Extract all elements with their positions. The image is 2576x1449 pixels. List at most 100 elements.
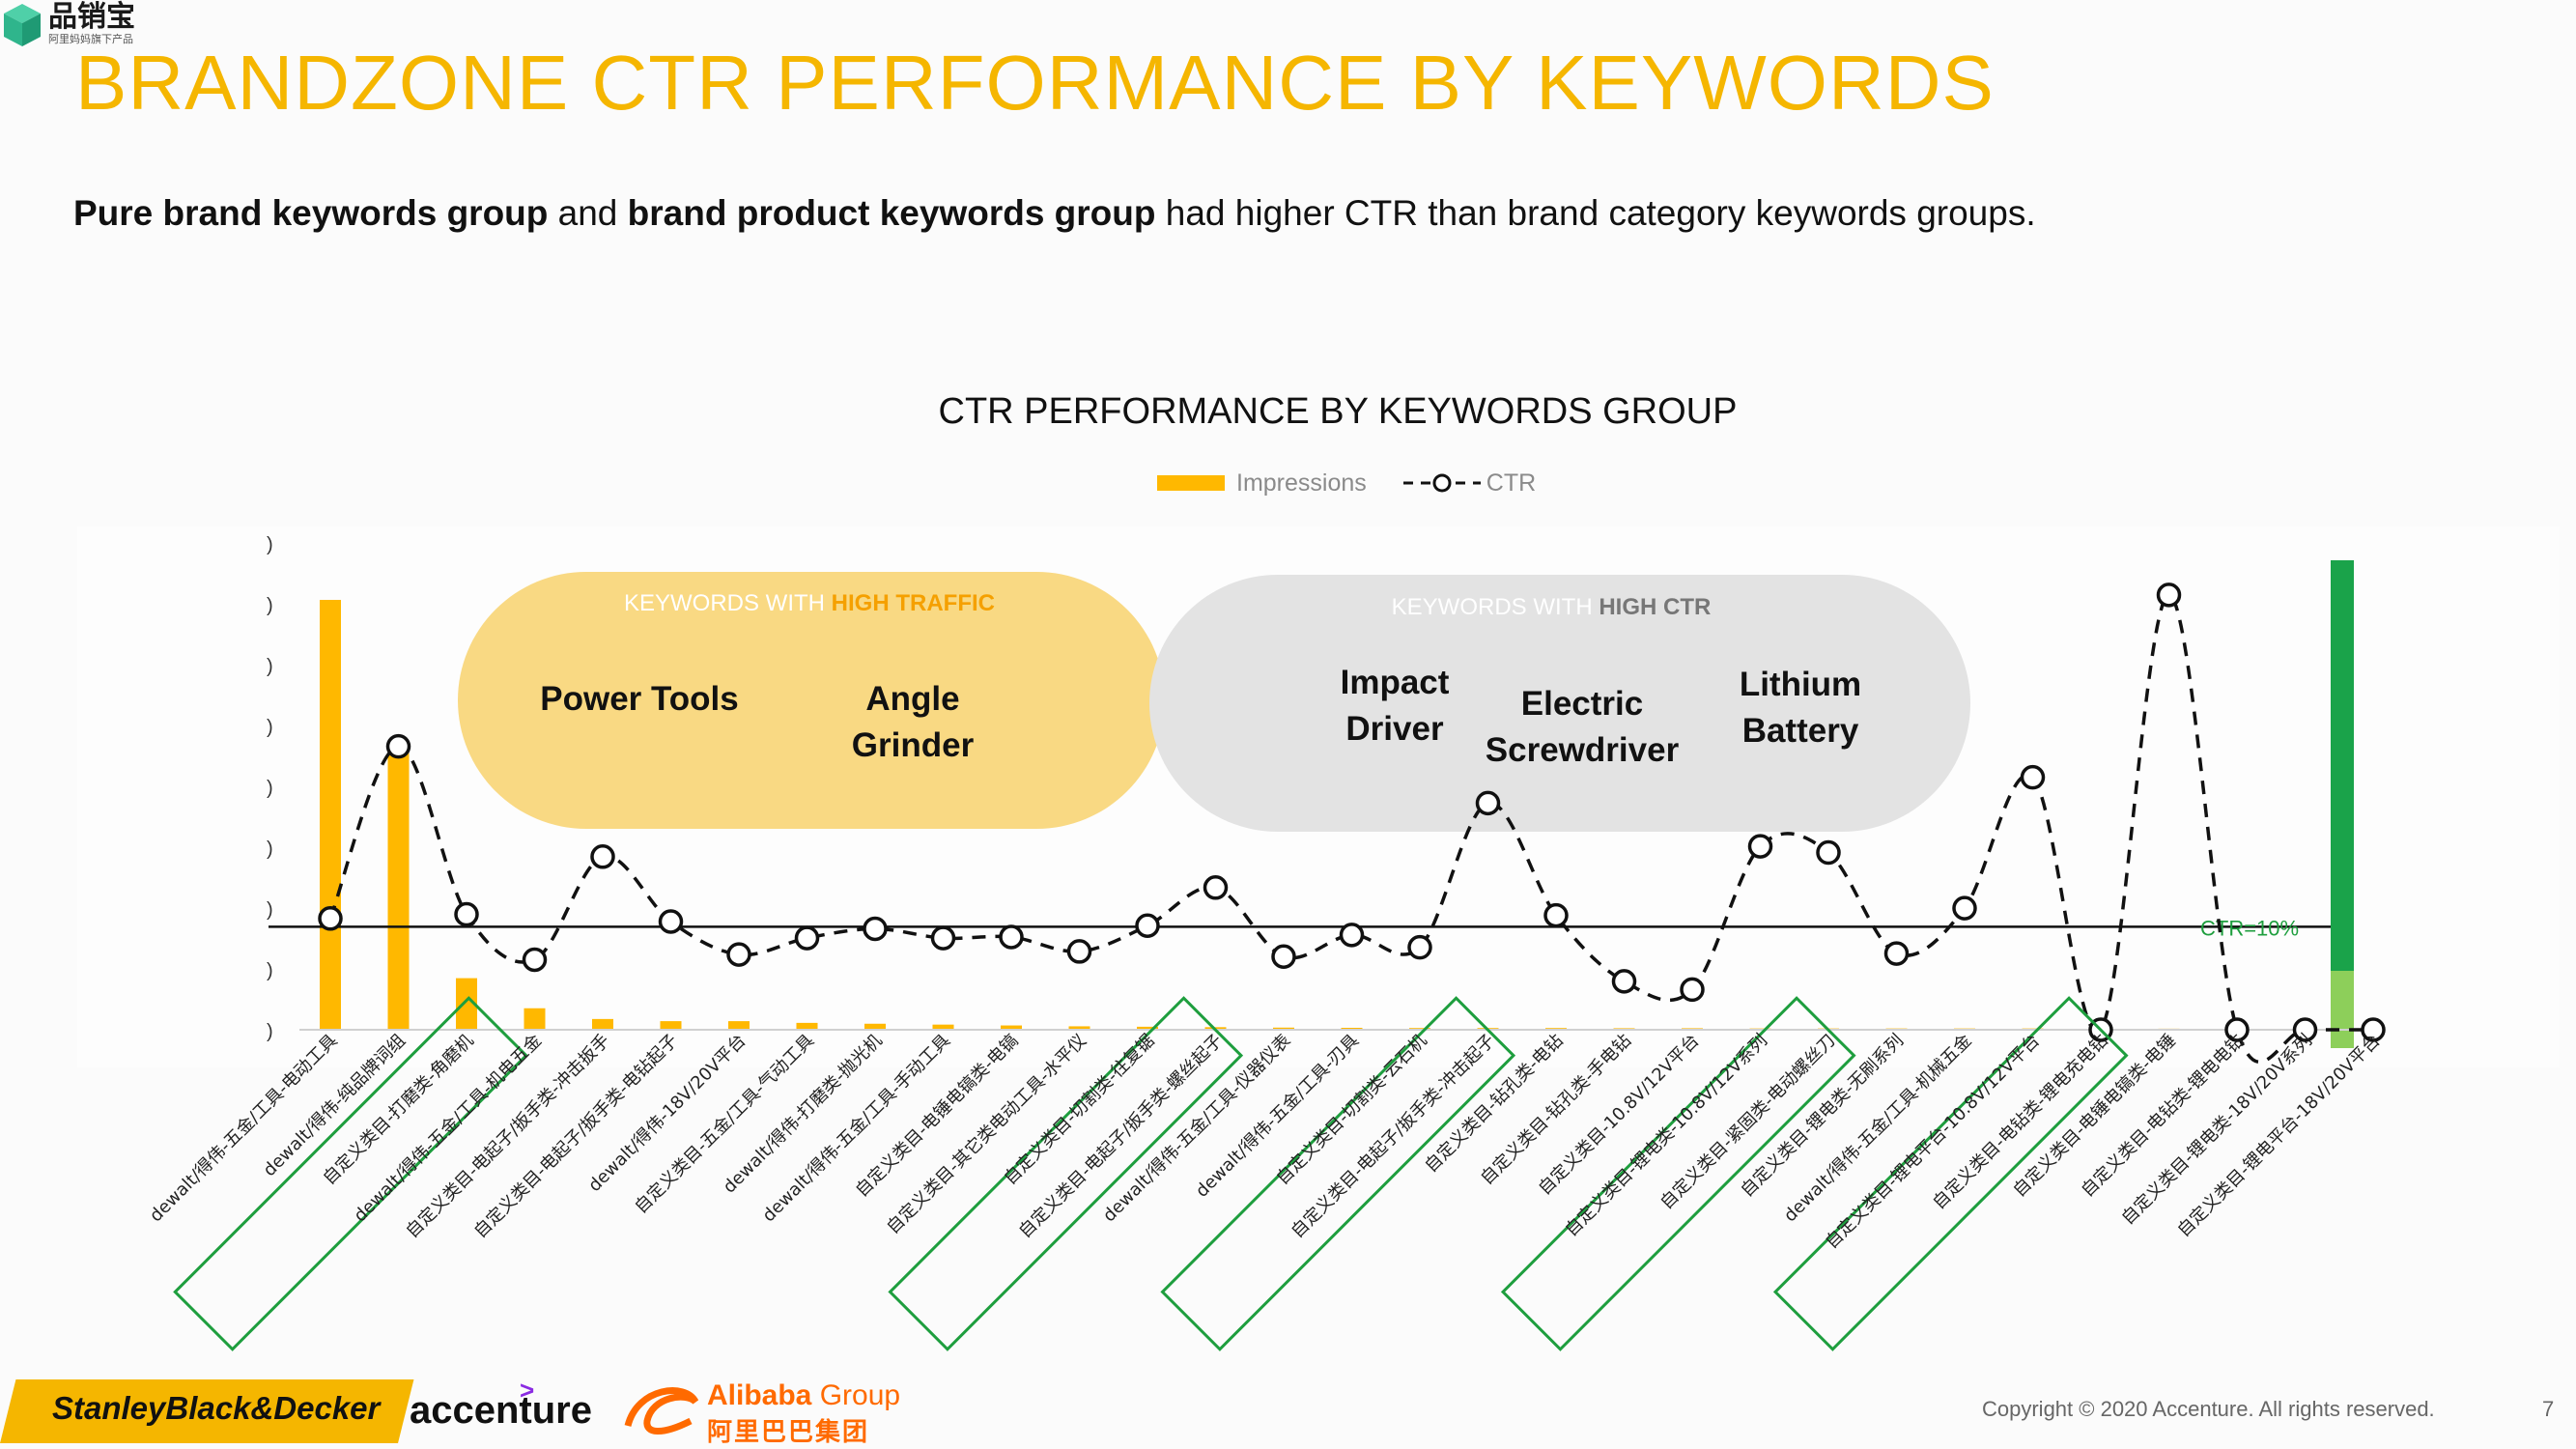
- impressions-bar: [456, 978, 477, 1030]
- page-title: BRANDZONE CTR PERFORMANCE BY KEYWORDS: [75, 40, 1995, 126]
- alibaba-group-logo: Alibaba Group: [707, 1379, 900, 1412]
- ctr-line: [328, 593, 2373, 1064]
- ctr-point: [1747, 834, 1773, 859]
- ctr-point: [1475, 790, 1501, 816]
- keyword-group-label-line: Lithium: [1740, 666, 1861, 703]
- impressions-bar: [524, 1008, 546, 1030]
- ctr-point: [930, 925, 956, 951]
- ctr-point: [1271, 944, 1296, 970]
- keyword-group-label-line: Electric: [1521, 685, 1643, 723]
- high-ctr-emphasis: HIGH CTR: [1599, 594, 1711, 620]
- copyright-notice: Copyright © 2020 Accenture. All rights r…: [1982, 1397, 2435, 1421]
- ctr-chart: )))))))))KEYWORDS WITH HIGH TRAFFICPower…: [145, 534, 2386, 1351]
- ctr-point: [1816, 839, 1841, 866]
- ctr-point: [2224, 1017, 2250, 1042]
- ctr-point: [1339, 923, 1365, 948]
- highlighted-category-box: [888, 996, 1244, 1351]
- y-axis-tick-mark: ): [267, 899, 273, 921]
- highlighted-category-box: [1772, 996, 2129, 1351]
- right-ctr-bar-lower: [2331, 971, 2354, 1048]
- impressions-bar: [1273, 1027, 1294, 1030]
- high-traffic-heading: KEYWORDS WITH HIGH TRAFFIC: [624, 590, 995, 616]
- impressions-bar: [1341, 1027, 1363, 1030]
- legend-ctr-swatch: [1402, 473, 1481, 493]
- ctr-point: [1611, 969, 1637, 994]
- y-axis-tick-mark: ): [267, 838, 273, 860]
- accenture-logo: accenture: [410, 1389, 592, 1432]
- ctr-point: [1952, 895, 1977, 921]
- impressions-bar: [1068, 1026, 1090, 1030]
- impressions-bar: [1001, 1025, 1022, 1030]
- impressions-bar: [660, 1021, 682, 1030]
- chart-legend: Impressions CTR: [1157, 469, 1536, 497]
- high-ctr-pill: [1149, 575, 1970, 832]
- ctr-point: [999, 924, 1024, 950]
- chart-title: CTR PERFORMANCE BY KEYWORDS GROUP: [938, 391, 1738, 432]
- accenture-chevron-icon: >: [520, 1376, 535, 1405]
- alibaba-name: Alibaba: [707, 1379, 812, 1411]
- high-traffic-pill: [458, 572, 1165, 829]
- slide-subtitle: Pure brand keywords group and brand prod…: [73, 193, 2036, 234]
- keyword-group-label-line: Power Tools: [540, 680, 739, 718]
- alibaba-logo-icon: [624, 1387, 699, 1435]
- subtitle-emphasis-2: brand product keywords group: [627, 193, 1156, 233]
- ctr-point: [863, 916, 888, 942]
- ctr-point: [2292, 1017, 2318, 1042]
- y-axis-tick-mark: ): [267, 656, 273, 677]
- ctr-point: [1543, 902, 1569, 928]
- ctr-point: [2361, 1017, 2386, 1042]
- ctr-point: [2020, 764, 2046, 790]
- right-ctr-bar-upper: [2331, 560, 2354, 971]
- y-axis-tick-mark: ): [267, 778, 273, 799]
- legend-ctr-label: CTR: [1486, 469, 1537, 497]
- impressions-bar: [387, 746, 410, 1030]
- impressions-bar: [728, 1021, 750, 1030]
- alibaba-chinese-name: 阿里巴巴集团: [707, 1417, 870, 1446]
- keyword-group-label-line: Screwdriver: [1486, 731, 1680, 769]
- ctr-point: [1680, 977, 1705, 1003]
- y-axis-tick-mark: ): [267, 960, 273, 981]
- highlighted-category-box: [1160, 996, 1516, 1351]
- subtitle-emphasis-1: Pure brand keywords group: [73, 193, 549, 233]
- logo-title: 品销宝: [48, 1, 135, 33]
- ctr-point: [454, 901, 479, 927]
- keyword-group-label: Power Tools: [540, 680, 739, 718]
- ctr-point: [1066, 939, 1092, 964]
- keyword-group-label-line: Driver: [1345, 710, 1444, 748]
- ctr-point: [522, 947, 548, 973]
- ctr-point: [385, 733, 411, 759]
- ctr-point: [1883, 941, 1910, 966]
- logo-subtitle: 阿里妈妈旗下产品: [48, 34, 133, 45]
- ctr-point: [726, 942, 751, 967]
- keyword-group-label-line: Impact: [1341, 664, 1450, 701]
- ctr-point: [318, 906, 343, 931]
- impressions-bar: [1137, 1026, 1158, 1030]
- ctr-point: [658, 909, 684, 934]
- high-traffic-keywords-group: KEYWORDS WITH HIGH TRAFFIC Power Tools Ang…: [458, 572, 1165, 829]
- stanley-black-decker-logo: StanleyBlack&Decker: [52, 1390, 381, 1426]
- keyword-group-label-line: Grinder: [852, 726, 975, 764]
- ctr-reference-label: CTR=10%: [2200, 916, 2299, 940]
- subtitle-text-1: and: [548, 193, 628, 233]
- impressions-bar: [796, 1022, 818, 1030]
- highlighted-category-box: [173, 996, 528, 1351]
- y-axis-tick-mark: ): [267, 1021, 273, 1042]
- impressions-bar: [932, 1024, 954, 1030]
- impressions-bar: [864, 1023, 886, 1030]
- y-axis-tick-mark: ): [267, 717, 273, 738]
- high-ctr-heading: KEYWORDS WITH HIGH CTR: [1392, 594, 1712, 620]
- ctr-point: [1203, 875, 1229, 900]
- ctr-point: [794, 925, 820, 951]
- y-axis-tick-mark: ): [267, 595, 273, 616]
- legend-impressions-swatch: [1157, 475, 1225, 491]
- pinxiaobao-logo: 品销宝 阿里妈妈旗下产品: [2, 2, 135, 48]
- cube-logo-icon: [4, 4, 41, 46]
- ctr-point: [590, 844, 615, 869]
- ctr-point: [1135, 913, 1160, 939]
- impressions-bar: [320, 600, 341, 1030]
